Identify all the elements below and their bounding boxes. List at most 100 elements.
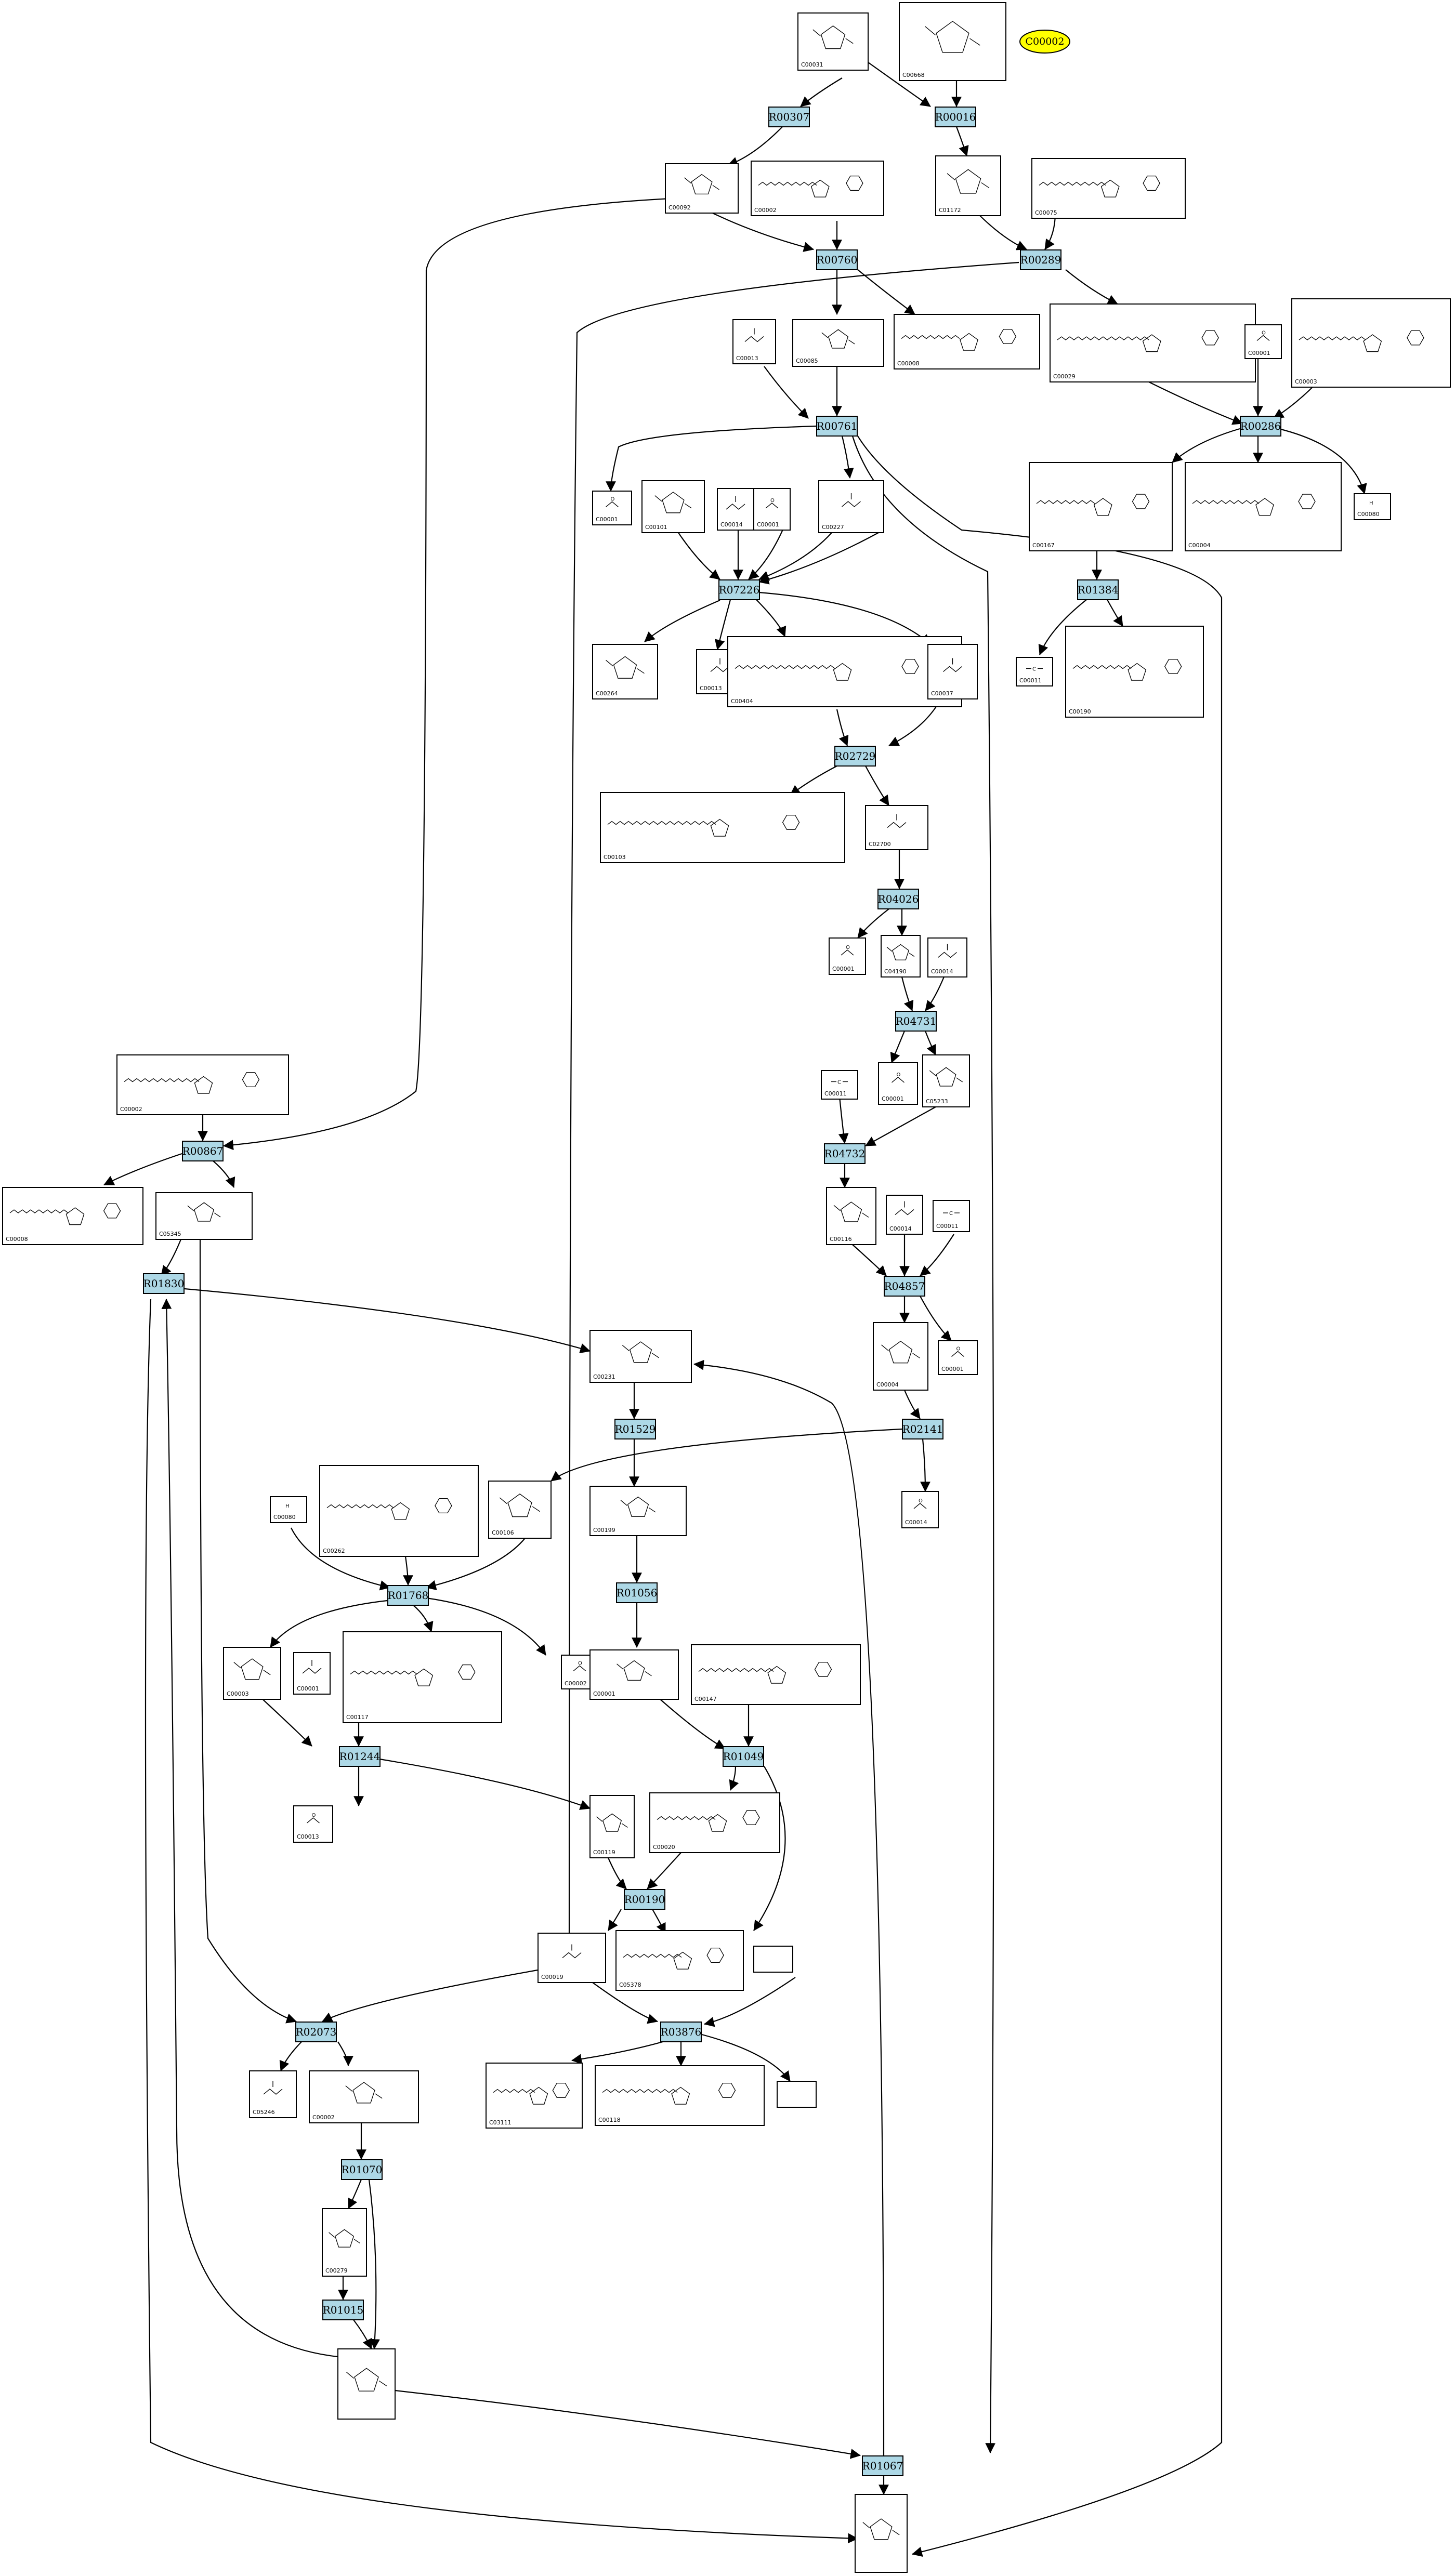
compound-node[interactable] [486, 2063, 583, 2129]
compound-node[interactable] [922, 1054, 970, 1107]
reaction-r00867[interactable]: R00867 [182, 1141, 224, 1161]
reaction-r01768[interactable]: R01768 [387, 1585, 429, 1606]
compound-node[interactable] [665, 163, 739, 214]
reaction-r01056[interactable]: R01056 [616, 1582, 658, 1603]
compound-node[interactable] [309, 2070, 419, 2123]
compound-node[interactable] [818, 480, 884, 533]
reaction-r01529[interactable]: R01529 [614, 1419, 656, 1439]
compound-node[interactable] [732, 319, 776, 364]
compound-node[interactable] [293, 1652, 331, 1695]
compound-node[interactable]: O [293, 1805, 333, 1843]
compound-node[interactable] [927, 937, 967, 977]
compound-node[interactable] [826, 1187, 876, 1245]
reaction-label: R01015 [323, 2304, 364, 2316]
reaction-r02073[interactable]: R02073 [295, 2022, 337, 2042]
compound-node[interactable] [649, 1792, 780, 1853]
compound-node[interactable] [792, 319, 884, 367]
reaction-r02729[interactable]: R02729 [834, 746, 876, 767]
compound-node[interactable] [116, 1054, 289, 1115]
reaction-r00307[interactable]: R00307 [768, 107, 810, 127]
reaction-r00286[interactable]: R00286 [1240, 416, 1281, 437]
reaction-r01049[interactable]: R01049 [723, 1746, 764, 1767]
compound-node[interactable] [488, 1481, 552, 1539]
reaction-r01015[interactable]: R01015 [322, 2300, 364, 2320]
compound-node[interactable] [223, 1647, 281, 1700]
reaction-r00761[interactable]: R00761 [816, 416, 858, 437]
compound-node[interactable] [322, 2208, 367, 2277]
reaction-r00760[interactable]: R00760 [816, 249, 858, 270]
compound-node[interactable]: O [592, 491, 632, 525]
compound-node[interactable] [727, 636, 962, 707]
compound-node[interactable] [751, 161, 884, 216]
compound-node[interactable] [615, 1930, 744, 1991]
compound-node[interactable] [691, 1644, 861, 1705]
reaction-r01070[interactable]: R01070 [341, 2159, 383, 2180]
reaction-r01244[interactable]: R01244 [339, 1746, 381, 1767]
compound-node[interactable] [595, 2065, 765, 2126]
compound-node[interactable]: O [829, 937, 866, 975]
reaction-label: R01070 [342, 2163, 383, 2176]
compound-node[interactable] [899, 2, 1006, 81]
compound-node[interactable] [1029, 462, 1173, 551]
compound-node[interactable] [873, 1322, 928, 1391]
compound-node[interactable] [935, 155, 1001, 216]
compound-node[interactable] [538, 1933, 606, 1983]
compound-node[interactable] [2, 1187, 143, 1245]
compound-node[interactable] [1065, 626, 1204, 718]
highlight-node[interactable]: C00002 [1019, 30, 1070, 54]
compound-node[interactable]: O [938, 1340, 978, 1375]
compound-node[interactable]: H [270, 1496, 307, 1523]
compound-node[interactable]: C [1016, 657, 1053, 686]
compound-node[interactable] [641, 480, 705, 533]
compound-id: C00001 [596, 516, 618, 523]
compound-node[interactable] [600, 792, 845, 863]
compound-node[interactable]: O [753, 488, 791, 531]
compound-node[interactable]: O [901, 1491, 939, 1528]
reaction-label: R01067 [862, 2460, 903, 2472]
compound-node[interactable] [319, 1465, 479, 1557]
compound-node[interactable] [855, 2494, 908, 2573]
compound-node[interactable] [592, 644, 658, 699]
compound-node[interactable] [927, 644, 978, 699]
reaction-r03876[interactable]: R03876 [660, 2022, 702, 2042]
compound-node[interactable] [589, 1649, 679, 1700]
reaction-r02141[interactable]: R02141 [902, 1419, 943, 1439]
reaction-r00190[interactable]: R00190 [624, 1889, 665, 1910]
reaction-r04731[interactable]: R04731 [895, 1011, 937, 1032]
compound-node[interactable] [155, 1192, 253, 1240]
compound-node[interactable]: H [1354, 493, 1391, 520]
compound-node[interactable] [1185, 462, 1342, 551]
reaction-r07226[interactable]: R07226 [718, 579, 760, 600]
reaction-r01384[interactable]: R01384 [1077, 579, 1119, 600]
reaction-r01067[interactable]: R01067 [862, 2455, 903, 2476]
compound-node[interactable] [589, 1330, 692, 1383]
compound-node[interactable] [1291, 298, 1451, 388]
compound-node[interactable]: O [878, 1062, 918, 1105]
reaction-r01830[interactable]: R01830 [143, 1273, 185, 1294]
compound-node[interactable] [589, 1486, 687, 1536]
reaction-r04026[interactable]: R04026 [877, 889, 919, 909]
compound-node[interactable] [1031, 158, 1186, 219]
compound-node[interactable] [865, 805, 928, 850]
compound-node[interactable] [1050, 303, 1256, 382]
empty-compound-box[interactable] [777, 2081, 817, 2108]
compound-node[interactable] [886, 1195, 923, 1235]
compound-node[interactable] [894, 314, 1040, 369]
reaction-r04857[interactable]: R04857 [884, 1276, 925, 1297]
reaction-r00289[interactable]: R00289 [1020, 249, 1061, 270]
compound-node[interactable]: C [933, 1200, 970, 1232]
reaction-r00016[interactable]: R00016 [935, 107, 976, 127]
compound-node[interactable] [589, 1795, 635, 1858]
empty-compound-box[interactable] [753, 1946, 793, 1973]
compound-id: C00227 [822, 524, 844, 531]
compound-node[interactable] [249, 2070, 297, 2118]
compound-node[interactable] [343, 1631, 502, 1723]
compound-id: C00404 [731, 698, 753, 705]
compound-node[interactable] [797, 12, 869, 71]
compound-node[interactable]: O [1244, 324, 1282, 359]
reaction-r04732[interactable]: R04732 [824, 1143, 866, 1164]
compound-node[interactable] [881, 935, 921, 977]
compound-node[interactable] [337, 2348, 396, 2420]
compound-node[interactable]: C [821, 1070, 858, 1100]
compound-id: C05345 [159, 1231, 181, 1237]
